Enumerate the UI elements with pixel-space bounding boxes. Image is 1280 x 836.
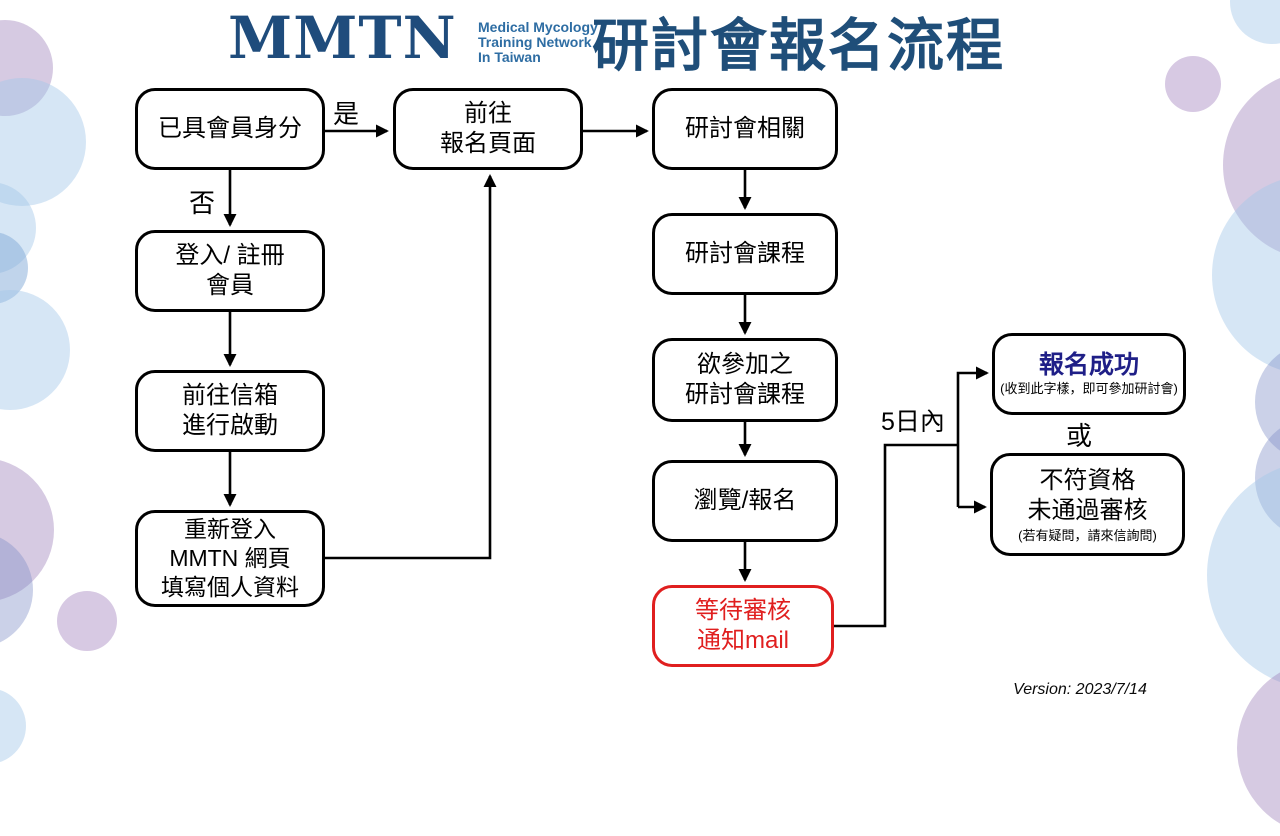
node-browse-register: 瀏覽/報名	[652, 460, 838, 542]
node-seminar-courses: 研討會課程	[652, 213, 838, 295]
node-desired-courses: 欲參加之 研討會課程	[652, 338, 838, 422]
version-note: Version: 2023/7/14	[1013, 681, 1147, 698]
decorative-circle	[1212, 175, 1280, 375]
node-seminar-related: 研討會相關	[652, 88, 838, 170]
page-title: 研討會報名流程	[592, 14, 1005, 78]
mmtn-logo-tagline: Medical Mycology Training Network In Tai…	[478, 19, 598, 65]
edge-label-or: 或	[1066, 421, 1093, 451]
rejected-title: 不符資格 未通過審核	[1027, 466, 1148, 524]
edge-label-within-five-days: 5日內	[881, 408, 945, 436]
decorative-circle	[0, 78, 86, 206]
edge-label-no: 否	[189, 188, 216, 218]
node-login-register: 登入/ 註冊 會員	[135, 230, 325, 312]
node-member-check: 已具會員身分	[135, 88, 325, 170]
decorative-circle	[0, 688, 26, 764]
decorative-circle	[1237, 660, 1280, 836]
node-goto-registration-page: 前往 報名頁面	[393, 88, 583, 170]
node-relogin-fill-profile: 重新登入 MMTN 網頁 填寫個人資料	[135, 510, 325, 607]
rejected-note: (若有疑問，請來信詢問)	[1018, 527, 1157, 543]
decorative-circle	[57, 591, 117, 651]
edge-relogin-registration	[325, 174, 497, 560]
edge-branch-success	[956, 366, 989, 507]
node-activate-mailbox: 前往信箱 進行啟動	[135, 370, 325, 452]
decorative-circle	[0, 290, 70, 410]
success-title: 報名成功	[1038, 351, 1139, 379]
decorative-circle	[1230, 0, 1280, 44]
decorative-circle	[1165, 56, 1221, 112]
node-wait-review-mail: 等待審核 通知mail	[652, 585, 834, 667]
success-note: (收到此字樣，即可參加研討會)	[1000, 381, 1178, 396]
node-registration-success: 報名成功 (收到此字樣，即可參加研討會)	[992, 333, 1186, 415]
decorative-circle	[1207, 460, 1280, 690]
edge-label-yes: 是	[333, 99, 360, 129]
node-not-qualified: 不符資格 未通過審核 (若有疑問，請來信詢問)	[990, 453, 1185, 556]
edge-wait-branch-trunk	[834, 443, 958, 628]
mmtn-logo: MMTN	[228, 4, 457, 72]
